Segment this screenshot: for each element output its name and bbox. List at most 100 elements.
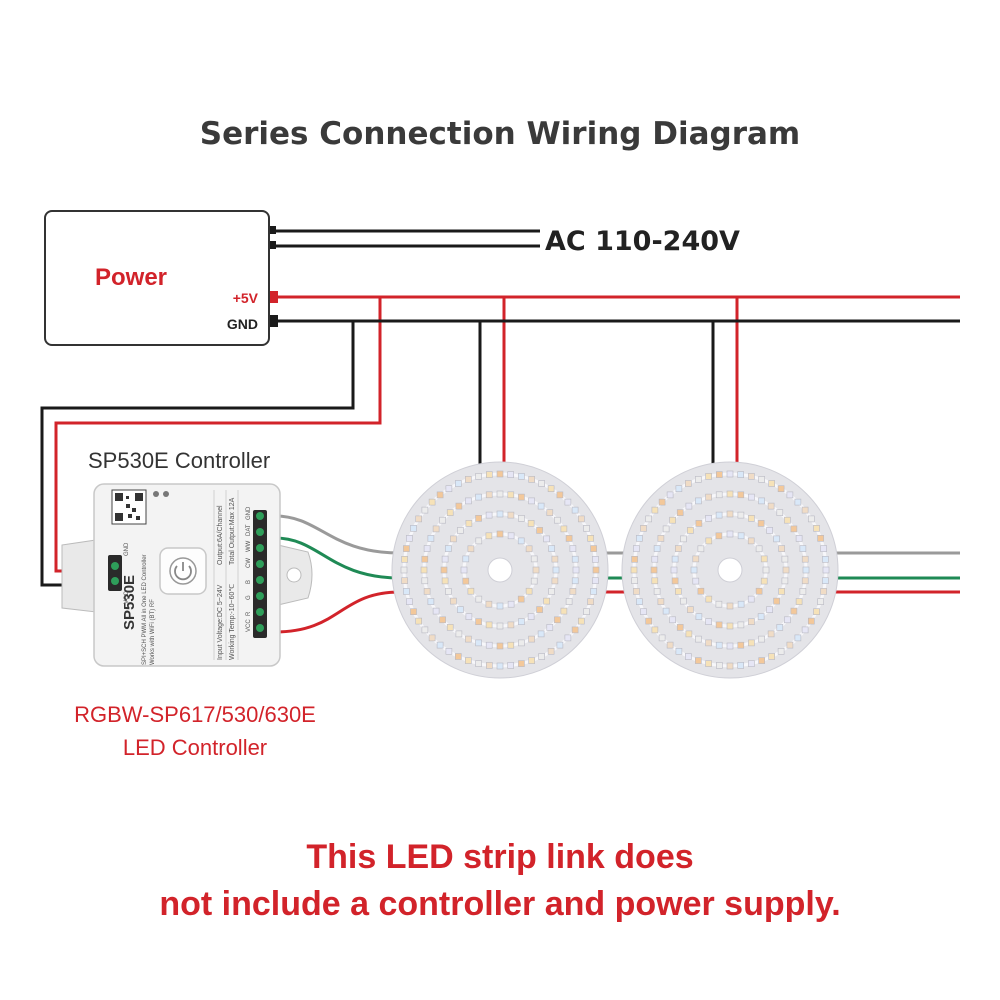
led-chip bbox=[564, 498, 572, 506]
led-chip bbox=[460, 566, 468, 574]
led-chip bbox=[441, 577, 449, 585]
led-chip bbox=[801, 626, 809, 634]
led-chip bbox=[781, 555, 789, 563]
led-chip bbox=[528, 476, 536, 483]
led-chip bbox=[636, 598, 643, 606]
led-chip bbox=[554, 516, 561, 524]
led-chip bbox=[694, 476, 702, 483]
led-chip bbox=[421, 555, 429, 563]
led-chip bbox=[657, 535, 665, 542]
led-chip bbox=[671, 577, 679, 585]
led-ring-center bbox=[717, 557, 743, 583]
led-chip bbox=[666, 491, 674, 499]
led-chip bbox=[822, 555, 829, 563]
led-chip bbox=[737, 621, 745, 629]
led-chip bbox=[705, 618, 712, 626]
led-chip bbox=[705, 473, 712, 480]
led-chip bbox=[658, 634, 666, 642]
led-chip bbox=[485, 532, 493, 540]
led-chip bbox=[662, 525, 670, 533]
led-chip bbox=[766, 527, 773, 534]
led-chip bbox=[794, 634, 802, 642]
led-chip bbox=[467, 545, 475, 553]
led-chip bbox=[748, 493, 755, 501]
led-chip bbox=[423, 588, 431, 595]
led-chip bbox=[467, 587, 475, 595]
led-chip bbox=[747, 595, 755, 603]
disclaimer-line-1: This LED strip link does bbox=[306, 838, 694, 876]
signal-wires bbox=[274, 514, 960, 634]
led-chip bbox=[726, 530, 734, 538]
led-chip bbox=[507, 491, 515, 499]
led-chip bbox=[465, 635, 472, 643]
led-chip bbox=[538, 480, 546, 487]
led-chip bbox=[737, 532, 745, 540]
led-chip bbox=[795, 535, 803, 542]
led-chip bbox=[465, 613, 473, 620]
led-chip bbox=[640, 524, 647, 532]
led-chip bbox=[799, 588, 807, 595]
controller-works-text: Works with WiFi (BT) RF bbox=[150, 599, 156, 665]
controller-type-line: LED Controller bbox=[122, 735, 268, 760]
led-chip bbox=[777, 647, 785, 655]
led-chip bbox=[726, 470, 734, 478]
led-chip bbox=[583, 608, 590, 616]
led-chip bbox=[777, 485, 785, 493]
led-chip bbox=[432, 607, 440, 615]
led-chip bbox=[485, 491, 493, 499]
led-chip bbox=[450, 597, 457, 605]
led-chip bbox=[403, 588, 410, 595]
led-chip bbox=[518, 639, 525, 647]
led-chip bbox=[786, 491, 794, 499]
led-chip bbox=[748, 618, 755, 626]
led-chip bbox=[758, 497, 765, 505]
led-chip bbox=[778, 545, 786, 552]
led-chip bbox=[748, 514, 755, 522]
led-chip bbox=[485, 641, 493, 649]
led-chip bbox=[773, 597, 780, 605]
led-chip bbox=[671, 555, 679, 563]
led-chip bbox=[697, 545, 705, 553]
led-chip bbox=[737, 471, 745, 478]
led-chip bbox=[737, 662, 745, 669]
led-chip bbox=[507, 471, 515, 478]
led-chip bbox=[415, 617, 423, 625]
led-chip bbox=[631, 555, 638, 563]
svg-text:DAT: DAT bbox=[246, 524, 252, 536]
led-chip bbox=[528, 657, 536, 664]
led-chip bbox=[695, 613, 703, 620]
controller-terminals bbox=[108, 510, 267, 638]
led-chip bbox=[695, 497, 702, 505]
led-chip bbox=[496, 602, 504, 610]
led-chip bbox=[813, 608, 820, 616]
led-chip bbox=[680, 597, 687, 605]
led-chip bbox=[801, 555, 809, 563]
led-rings bbox=[391, 461, 839, 679]
led-chip bbox=[790, 607, 798, 615]
led-chip bbox=[560, 607, 568, 615]
power-supply-title: Power bbox=[94, 264, 168, 291]
led-chip bbox=[428, 498, 436, 506]
led-chip bbox=[822, 566, 830, 574]
led-chip bbox=[525, 545, 533, 553]
led-chip bbox=[457, 527, 464, 534]
led-chip bbox=[807, 515, 815, 523]
led-chip bbox=[813, 524, 820, 532]
led-chip bbox=[546, 624, 554, 631]
led-chip bbox=[571, 555, 579, 563]
led-chip bbox=[715, 641, 723, 649]
led-chip bbox=[592, 566, 600, 574]
led-chip bbox=[687, 527, 694, 534]
led-chip bbox=[766, 606, 773, 613]
led-chip bbox=[475, 639, 482, 647]
led-chip bbox=[527, 613, 535, 620]
led-chip bbox=[403, 545, 410, 552]
led-chip bbox=[773, 535, 780, 543]
pin-labels-right: VCC R G B CW WW DAT GND bbox=[246, 506, 252, 632]
led-chip bbox=[446, 509, 454, 516]
led-chip bbox=[465, 497, 472, 505]
led-chip bbox=[726, 642, 734, 650]
led-chip bbox=[675, 647, 683, 655]
led-chip bbox=[475, 618, 482, 626]
led-chip bbox=[532, 566, 540, 574]
